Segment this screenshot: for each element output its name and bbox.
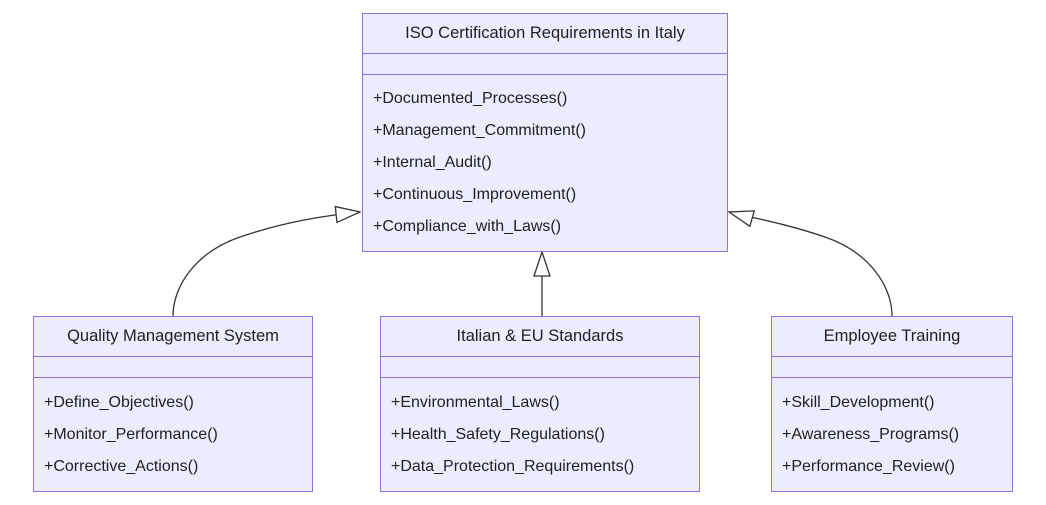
class-method: +Environmental_Laws() <box>391 394 560 411</box>
class-title: Quality Management System <box>34 317 312 357</box>
class-box-iso-certification: ISO Certification Requirements in Italy … <box>362 13 728 252</box>
edge-qms-to-iso <box>172 212 360 317</box>
class-methods-list: +Define_Objectives() +Monitor_Performance… <box>34 378 312 491</box>
class-box-employee-training: Employee Training +Skill_Development() +A… <box>771 316 1013 492</box>
class-method: +Monitor_Performance() <box>44 426 218 443</box>
class-method: +Compliance_with_Laws() <box>373 218 562 235</box>
class-method: +Internal_Audit() <box>373 154 492 171</box>
class-methods-list: +Documented_Processes() +Management_Commi… <box>363 75 727 251</box>
class-title: Employee Training <box>772 317 1012 357</box>
class-method: +Management_Commitment() <box>373 122 586 139</box>
class-attributes-empty <box>381 357 699 378</box>
class-method: +Documented_Processes() <box>373 90 568 107</box>
class-attributes-empty <box>772 357 1012 378</box>
edge-training-to-iso <box>729 212 893 317</box>
class-title: Italian & EU Standards <box>381 317 699 357</box>
class-method: +Continuous_Improvement() <box>373 186 577 203</box>
class-method: +Define_Objectives() <box>44 394 194 411</box>
class-attributes-empty <box>363 54 727 75</box>
class-method: +Awareness_Programs() <box>782 426 960 443</box>
class-methods-list: +Skill_Development() +Awareness_Programs(… <box>772 378 1012 491</box>
class-attributes-empty <box>34 357 312 378</box>
class-method: +Performance_Review() <box>782 458 955 475</box>
class-box-quality-management-system: Quality Management System +Define_Object… <box>33 316 313 492</box>
class-box-italian-eu-standards: Italian & EU Standards +Environmental_La… <box>380 316 700 492</box>
class-method: +Corrective_Actions() <box>44 458 199 475</box>
class-method: +Skill_Development() <box>782 394 935 411</box>
class-method: +Health_Safety_Regulations() <box>391 426 605 443</box>
class-methods-list: +Environmental_Laws() +Health_Safety_Regu… <box>381 378 699 491</box>
class-method: +Data_Protection_Requirements() <box>391 458 635 475</box>
class-title: ISO Certification Requirements in Italy <box>363 14 727 54</box>
